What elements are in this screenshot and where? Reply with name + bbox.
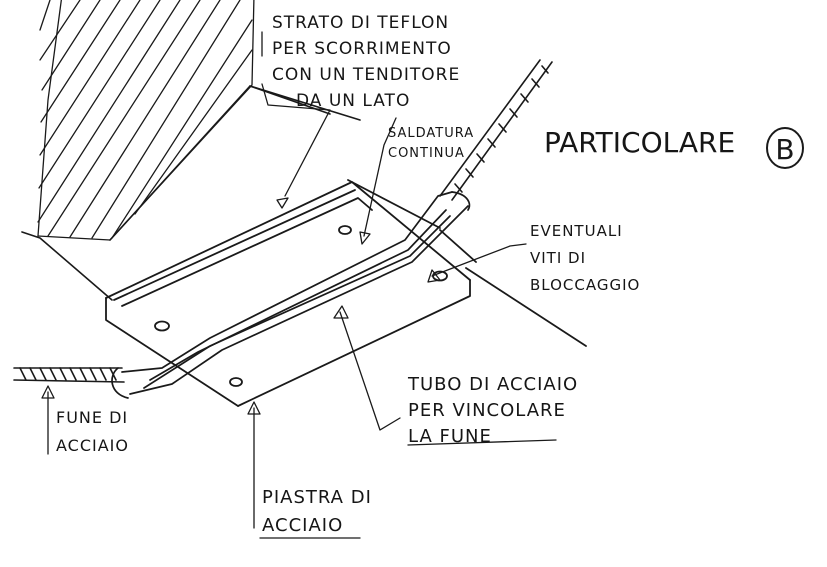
teflon-label-line-1: STRATO DI TEFLON xyxy=(272,13,450,33)
steel-tube xyxy=(111,191,471,399)
teflon-label-line-3: CON UN TENDITORE xyxy=(272,65,461,85)
cable-label-line-1: FUNE DI xyxy=(56,408,129,427)
weld-label-line-1: SALDATURA xyxy=(388,126,475,141)
tube-label-line-1: TUBO DI ACCIAIO xyxy=(408,374,579,395)
steel-cable-left xyxy=(13,367,125,383)
screws-label-line-3: BLOCCAGGIO xyxy=(530,276,641,294)
detail-marker-letter: B xyxy=(775,133,794,166)
tube-label-line-2: PER VINCOLARE xyxy=(408,400,566,421)
page-title: PARTICOLARE xyxy=(544,126,735,159)
leader-lines xyxy=(41,31,557,539)
tube-label-line-3: LA FUNE xyxy=(408,426,492,447)
page-title-text: PARTICOLARE xyxy=(544,126,736,159)
detail-marker-circle xyxy=(766,127,804,169)
steel-cable-right xyxy=(439,59,553,201)
plate-label-line-1: PIASTRA DI xyxy=(262,487,372,508)
weld-label-line-2: CONTINUA xyxy=(388,146,465,161)
teflon-label-line-4: DA UN LATO xyxy=(296,91,411,111)
weld-label: SALDATURA CONTINUA xyxy=(388,124,474,164)
cable-label-line-2: ACCIAIO xyxy=(56,436,129,455)
teflon-label: STRATO DI TEFLON PER SCORRIMENTO CON UN … xyxy=(272,10,460,114)
tube-label: TUBO DI ACCIAIO PER VINCOLARE LA FUNE xyxy=(408,372,578,450)
cable-label: FUNE DI ACCIAIO xyxy=(56,404,129,460)
teflon-strip xyxy=(21,85,361,301)
steel-plate xyxy=(105,179,587,407)
plate-label: PIASTRA DI ACCIAIO xyxy=(262,484,372,540)
screws-label: EVENTUALI VITI DI BLOCCAGGIO xyxy=(530,218,640,299)
wall-hatching xyxy=(37,0,255,241)
screws-label-line-1: EVENTUALI xyxy=(530,222,623,240)
teflon-label-line-2: PER SCORRIMENTO xyxy=(272,39,452,59)
screws-label-line-2: VITI DI xyxy=(530,249,587,267)
plate-label-line-2: ACCIAIO xyxy=(262,515,344,536)
